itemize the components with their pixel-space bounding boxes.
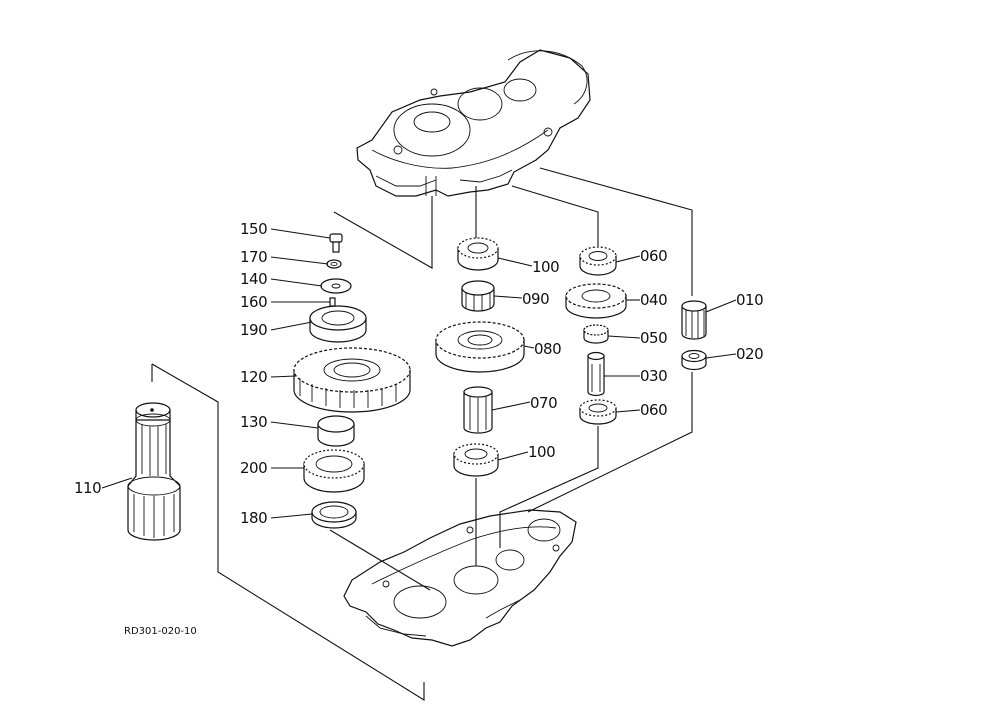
callout-100-bottom: 100	[528, 443, 555, 461]
part-150-bolt	[329, 233, 343, 253]
callout-110: 110	[74, 479, 101, 497]
callout-010: 010	[736, 291, 763, 309]
part-020-bearing	[681, 349, 707, 371]
callout-180: 180	[240, 509, 267, 527]
lower-gear-case	[343, 509, 577, 647]
callout-050: 050	[640, 329, 667, 347]
callout-060-bottom: 060	[640, 401, 667, 419]
callout-leaders	[101, 228, 737, 519]
part-080-gear	[435, 321, 525, 373]
part-110-shaft	[127, 402, 181, 541]
callout-020: 020	[736, 345, 763, 363]
upper-gear-case	[356, 49, 591, 197]
callout-150: 150	[240, 220, 267, 238]
callout-080: 080	[534, 340, 561, 358]
part-060-bearing-bottom	[579, 399, 617, 425]
part-160-pin	[329, 297, 336, 307]
part-030-shaft	[587, 351, 605, 397]
callout-labels: 150 170 140 160 190 120 130 200 180 110 …	[74, 220, 764, 527]
callout-160: 160	[240, 293, 267, 311]
part-100-bearing-top	[457, 237, 499, 271]
callout-200: 200	[240, 459, 267, 477]
callout-040: 040	[640, 291, 667, 309]
part-140-plate	[320, 278, 352, 294]
part-200-bearing	[303, 449, 365, 493]
part-070-shaft	[463, 386, 493, 434]
part-130-collar	[317, 415, 355, 447]
drawing-code: RD301-020-10	[124, 626, 197, 637]
part-190-bearing	[309, 305, 367, 343]
callout-090: 090	[522, 290, 549, 308]
part-180-seal	[311, 501, 357, 529]
callout-130: 130	[240, 413, 267, 431]
part-090-gear	[461, 280, 495, 312]
callout-030: 030	[640, 367, 667, 385]
callout-060-top: 060	[640, 247, 667, 265]
part-060-bearing-top	[579, 246, 617, 276]
assembly-lines	[151, 167, 693, 701]
callout-070: 070	[530, 394, 557, 412]
callout-120: 120	[240, 368, 267, 386]
callout-100-top: 100	[532, 258, 559, 276]
part-170-washer	[326, 259, 342, 269]
callout-140: 140	[240, 270, 267, 288]
part-120-gear	[293, 347, 411, 413]
part-100-bearing-bottom	[453, 443, 499, 477]
part-010-gear	[681, 300, 707, 340]
callout-170: 170	[240, 248, 267, 266]
part-040-gear	[565, 283, 627, 319]
part-050-gear	[583, 324, 609, 344]
callout-190: 190	[240, 321, 267, 339]
